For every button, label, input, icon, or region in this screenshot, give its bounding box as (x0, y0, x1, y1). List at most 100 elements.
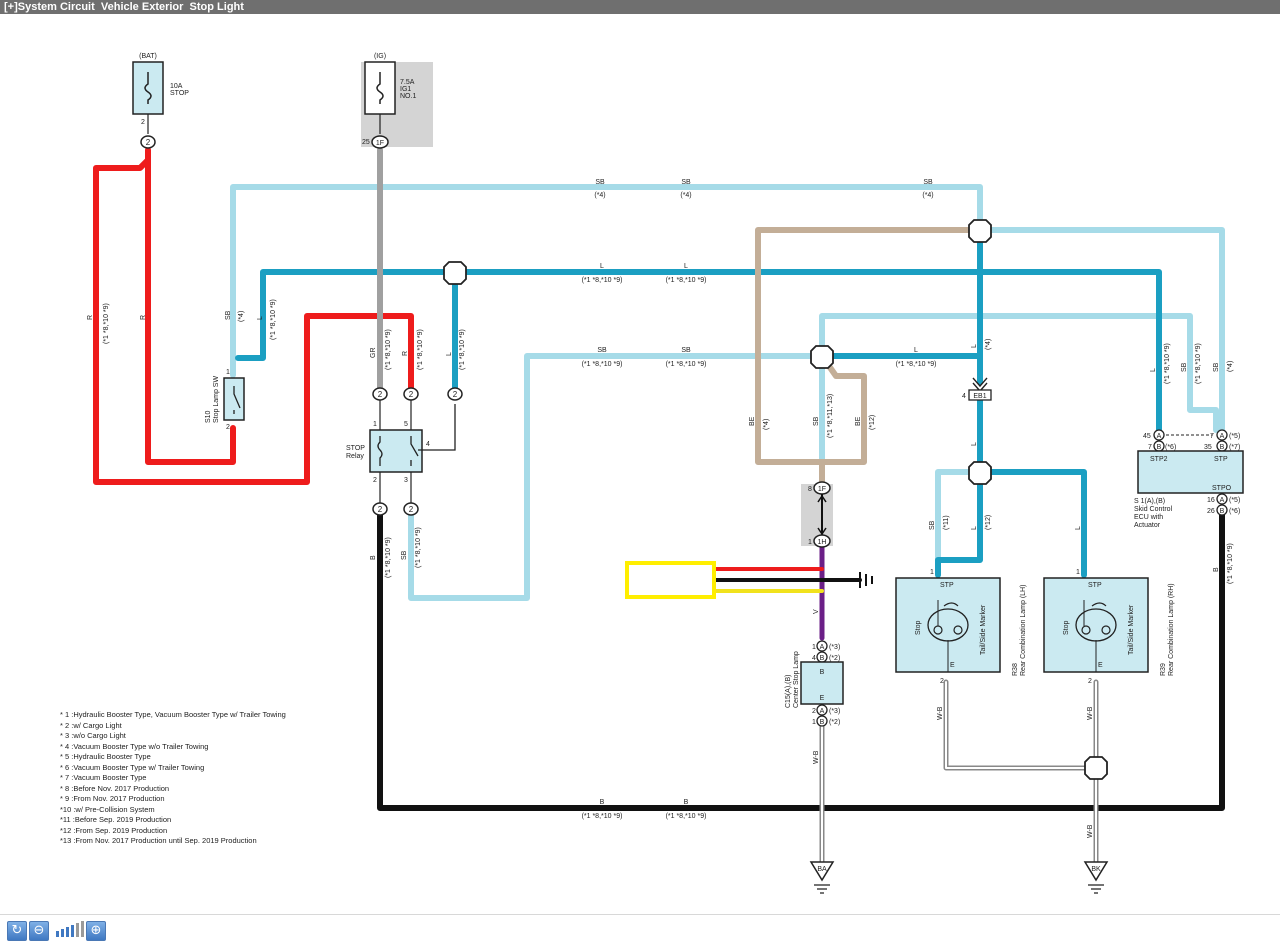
svg-text:SB: SB (813, 416, 820, 426)
joint-l-top[interactable] (443, 261, 467, 285)
ecu-connector-b2[interactable]: B (1216, 440, 1228, 452)
switch-ref: S10 (205, 410, 212, 423)
relay-contact-icon (410, 404, 456, 466)
be-wires (755, 227, 983, 487)
relay-name-2: Relay (346, 453, 364, 460)
zoom-level-bar[interactable] (71, 925, 74, 937)
ecu-stp: STP (1214, 456, 1228, 463)
svg-text:B: B (684, 799, 689, 806)
rh-stop: Stop (1063, 620, 1070, 635)
svg-text:L: L (1075, 526, 1082, 530)
svg-text:L: L (600, 263, 604, 270)
fuse-stop[interactable]: (BAT) 10A STOP 2 (132, 53, 189, 126)
svg-text:8: 8 (808, 486, 812, 493)
switch-pin-2: 2 (226, 424, 230, 431)
wb-wires (819, 679, 1099, 865)
connector-2-d[interactable]: 2 (372, 502, 388, 516)
fuse-ig1[interactable]: (IG) 7.5A IG1 NO.1 25 (362, 53, 416, 146)
fuse-icon (144, 72, 152, 104)
rear-lamp-rh[interactable]: STP 1 E 2 Stop Tail/Side Marker R39 Rear… (1043, 569, 1175, 685)
connector-2-fuse[interactable]: 2 (140, 135, 156, 149)
svg-text:B: B (1213, 567, 1220, 572)
svg-text:BK: BK (1091, 866, 1101, 873)
connector-2-c[interactable]: 2 (447, 387, 463, 401)
svg-text:W-B: W-B (937, 706, 944, 720)
ground-ba[interactable]: BA (809, 861, 835, 894)
zoom-level-bar[interactable] (76, 923, 79, 937)
splice-wires (712, 567, 862, 593)
connector-2-e[interactable]: 2 (403, 502, 419, 516)
svg-text:(*2): (*2) (829, 655, 840, 662)
connector-2-a[interactable]: 2 (372, 387, 388, 401)
joint-wb[interactable] (1084, 756, 1108, 780)
svg-text:R: R (140, 315, 147, 320)
svg-text:B: B (1220, 444, 1225, 451)
fuse-name: IG1 (400, 86, 411, 93)
joint-points (443, 219, 1108, 780)
ecu-connector-a3[interactable]: A (1216, 493, 1228, 505)
footnotes: * 1 :Hydraulic Booster Type, Vacuum Boos… (60, 710, 286, 847)
fuse-name: STOP (170, 90, 189, 97)
connector-eb1[interactable]: EB1 4 (962, 377, 992, 401)
l-wire-top (235, 269, 1162, 433)
svg-text:R: R (402, 351, 409, 356)
joint-sb-top[interactable] (968, 219, 992, 243)
svg-text:(*1 *8,*10 *9): (*1 *8,*10 *9) (666, 361, 707, 368)
lh-stp: STP (940, 582, 954, 589)
rear-lamp-lh[interactable]: STP 1 E 2 Stop Tail/Side Marker R38 Rear… (895, 569, 1027, 685)
svg-text:SB: SB (681, 179, 691, 186)
highlight-box[interactable] (625, 561, 716, 599)
svg-text:B: B (820, 655, 825, 662)
ecu-connector-a2[interactable]: A (1216, 429, 1228, 441)
ecu-name-2: ECU with (1134, 514, 1163, 521)
stop-lamp-switch[interactable]: 1 2 S10 Stop Lamp SW (205, 369, 245, 431)
footnote-item: *10 :w/ Pre-Collision System (60, 804, 155, 814)
svg-text:(*11): (*11) (943, 515, 950, 530)
relay-pin-5: 5 (404, 421, 408, 428)
footnote-item: *11 :Before Sep. 2019 Production (60, 815, 172, 824)
connector-b-top[interactable]: B (816, 651, 828, 663)
connector-1f[interactable]: 1F 8 (808, 481, 831, 495)
relay-coil-icon (377, 436, 383, 466)
ground-bk[interactable]: BK (1083, 861, 1109, 894)
svg-text:(*1 *8,*10 *9): (*1 *8,*10 *9) (270, 299, 277, 340)
svg-text:L: L (684, 263, 688, 270)
rh-pin-1: 1 (1076, 569, 1080, 576)
svg-text:BE: BE (749, 416, 756, 426)
zoom-in-icon[interactable]: ⊕ (86, 921, 106, 941)
svg-text:(*4): (*4) (763, 419, 770, 430)
connector-a-bottom[interactable]: A (816, 704, 828, 716)
rh-ref: R39 (1160, 663, 1167, 676)
ecu-stpo: STPO (1212, 485, 1232, 492)
stop-relay[interactable]: STOP Relay 1 2 3 4 5 (346, 404, 456, 484)
footnote-item: * 8 :Before Nov. 2017 Production (60, 783, 170, 793)
joint-center[interactable] (810, 345, 834, 369)
connector-a-top[interactable]: A (816, 640, 828, 652)
svg-text:B: B (820, 719, 825, 726)
refresh-icon[interactable]: ↻ (7, 921, 27, 941)
ecu-connector-b1[interactable]: B (1153, 440, 1165, 452)
footnote-item: * 1 :Hydraulic Booster Type, Vacuum Boos… (60, 710, 286, 719)
connector-2-b[interactable]: 2 (403, 387, 419, 401)
center-stop-lamp[interactable]: A B 1 4 (*3) (*2) B E A B 2 1 (*3) (*2) … (785, 640, 844, 727)
connector-b-bottom[interactable]: B (816, 715, 828, 727)
skid-control-ecu[interactable]: A B A B 45 7 (*6) 7 35 (*5) (*7) STP2 ST… (1134, 429, 1244, 529)
connector-1h[interactable]: 1H 1 (808, 534, 831, 548)
zoom-level-bar[interactable] (81, 921, 84, 937)
svg-text:(*1 *8,*10 *9): (*1 *8,*10 *9) (1195, 343, 1202, 384)
zoom-level-bar[interactable] (56, 931, 59, 937)
zoom-level-bar[interactable] (61, 929, 64, 937)
rh-e: E (1098, 662, 1103, 669)
diagram-title[interactable]: [+]System Circuit Vehicle Exterior Stop … (4, 1, 244, 13)
ecu-connector-a1[interactable]: A (1153, 429, 1165, 441)
ecu-connector-b3[interactable]: B (1216, 504, 1228, 516)
zoom-slider[interactable] (50, 915, 86, 945)
svg-text:(*1 *8,*10 *9): (*1 *8,*10 *9) (459, 329, 466, 370)
connector-1f-ig[interactable]: 1F (371, 135, 389, 149)
zoom-level-bar[interactable] (66, 927, 69, 937)
l-wires (235, 227, 1162, 578)
svg-text:2: 2 (378, 505, 383, 514)
zoom-out-icon[interactable]: ⊖ (29, 921, 49, 941)
joint-lamp-feed[interactable] (968, 461, 992, 485)
svg-text:(*5): (*5) (1229, 433, 1240, 440)
